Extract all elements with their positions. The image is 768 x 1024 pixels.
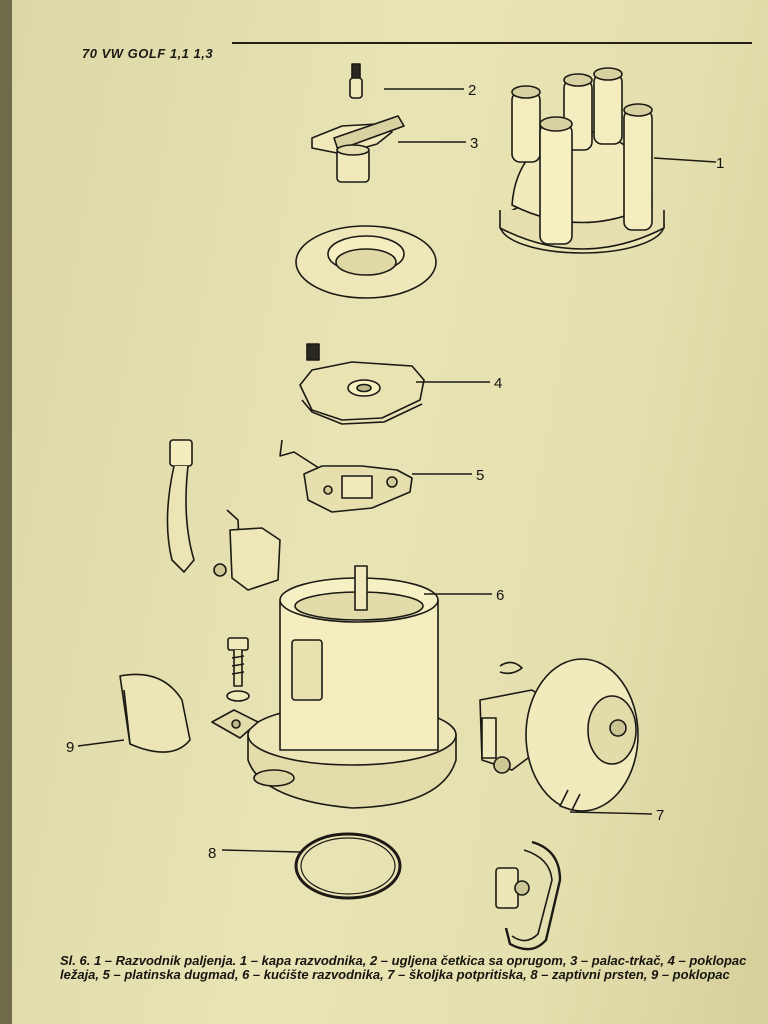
book-page: 70 VW GOLF 1,1 1,3: [12, 0, 768, 1024]
bearing-cover-part: [299, 343, 425, 425]
callout-9: 9: [66, 739, 74, 756]
sealing-ring-part: [294, 832, 402, 900]
callout-6: 6: [496, 587, 504, 604]
callout-3: 3: [470, 135, 478, 152]
figure-caption: Sl. 6. 1 – Razvodnik paljenja. 1 – kapa …: [60, 953, 747, 982]
callout-5: 5: [476, 467, 484, 484]
leader-line-9: [77, 739, 125, 747]
callout-8: 8: [208, 845, 216, 862]
distributor-cap-part: [499, 67, 665, 254]
distributor-exploded-diagram: 1 2 3 4 5 6 7 8 9: [66, 63, 724, 951]
page-header: 70 VW GOLF 1,1 1,3: [82, 46, 214, 61]
callout-1: 1: [716, 155, 724, 172]
breaker-points-part: [279, 439, 413, 513]
spring-clip-part: [166, 439, 281, 591]
cover-part: [119, 673, 191, 753]
callout-2: 2: [468, 82, 476, 99]
leader-line-8: [221, 849, 301, 853]
leader-line-1: [653, 157, 717, 163]
header-rule: [232, 42, 752, 44]
circlip-part: [499, 661, 523, 675]
retaining-clip-part: [495, 840, 562, 951]
carbon-brush-part: [349, 63, 363, 99]
screw-washer-part: [211, 637, 259, 739]
distributor-housing-part: [247, 565, 457, 809]
leader-line-7: [569, 811, 653, 815]
dust-shield-part: [295, 225, 437, 299]
rotor-part: [311, 115, 405, 183]
vacuum-unit-part: [479, 658, 639, 812]
callout-7: 7: [656, 807, 664, 824]
callout-4: 4: [494, 375, 502, 392]
